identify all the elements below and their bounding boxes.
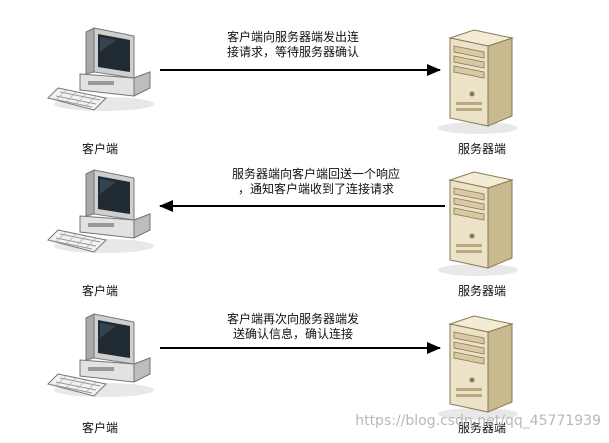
server-tower-icon — [437, 29, 519, 135]
message-box: 服务器端向客户端回送一个响应 ，通知客户端收到了连接请求 — [196, 167, 436, 197]
message-line: 客户端向服务器端发出连 — [226, 30, 359, 44]
client-computer-icon — [47, 27, 155, 112]
message-line: 接请求，等待服务器确认 — [226, 45, 359, 59]
server-label: 服务器端 — [458, 284, 507, 298]
message-line: 客户端再次向服务器端发 — [226, 312, 359, 326]
server-label: 服务器端 — [458, 142, 507, 156]
message-line: 服务器端向客户端回送一个响应 — [231, 167, 400, 181]
client-label: 客户端 — [82, 142, 119, 156]
message-box: 客户端再次向服务器端发 送确认信息，确认连接 — [198, 312, 388, 342]
message-line: ，通知客户端收到了连接请求 — [237, 182, 394, 196]
server-tower-icon — [437, 315, 519, 421]
client-label: 客户端 — [82, 284, 119, 298]
server-tower-icon — [437, 171, 519, 277]
message-line: 送确认信息，确认连接 — [232, 327, 353, 341]
client-computer-icon — [47, 313, 155, 398]
client-computer-icon — [47, 169, 155, 254]
row-1 — [47, 27, 519, 135]
server-label: 服务器端 — [458, 421, 507, 435]
message-box: 客户端向服务器端发出连 接请求，等待服务器确认 — [198, 30, 388, 60]
watermark: https://blog.csdn.net/qq_45771939 — [355, 413, 601, 429]
row-2 — [47, 169, 519, 277]
client-label: 客户端 — [82, 421, 119, 435]
row-3 — [47, 313, 519, 421]
